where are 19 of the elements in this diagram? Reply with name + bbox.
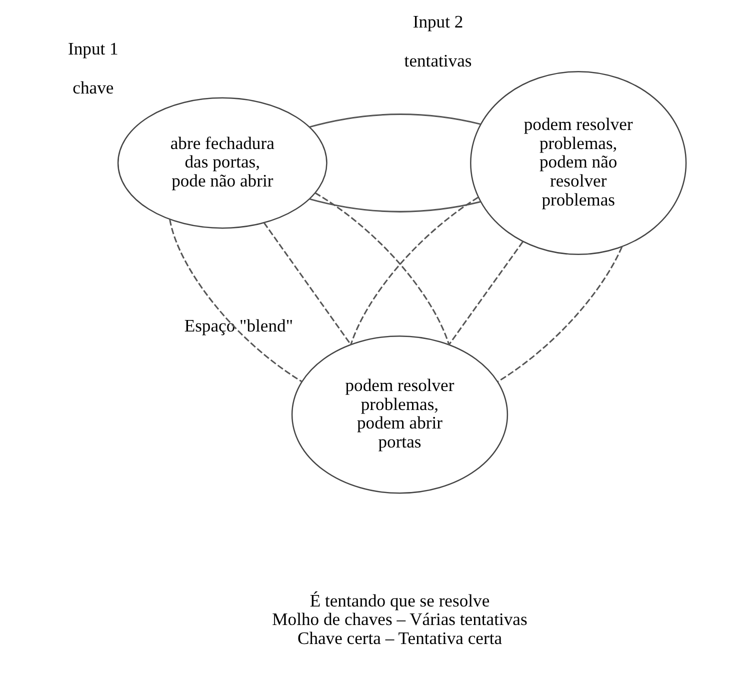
label: Molho de chaves – Várias tentativas [272, 609, 528, 630]
label: Chave certa – Tentativa certa [297, 628, 502, 648]
connector [497, 246, 623, 382]
connector [263, 222, 352, 346]
node-ellipse: abre fechadura das portas, pode não abrir [117, 97, 328, 229]
node-label: Espaço "blend" [184, 316, 294, 336]
node-label: Input 2 [412, 12, 464, 32]
connector [169, 219, 302, 382]
node-ellipse: podem resolver problemas, podem abrir portas [291, 335, 508, 494]
node-label: chave [72, 77, 114, 98]
connector [350, 196, 479, 346]
node-label: Input 1 [68, 38, 118, 58]
connector [448, 241, 524, 346]
node-label: tentativas [404, 50, 472, 71]
connector [309, 114, 481, 128]
connector [314, 192, 450, 346]
label: É tentando que se resolve [310, 590, 490, 610]
connector [309, 198, 481, 212]
node-ellipse: podem resolver problemas, podem não resolver problemas [470, 70, 687, 256]
